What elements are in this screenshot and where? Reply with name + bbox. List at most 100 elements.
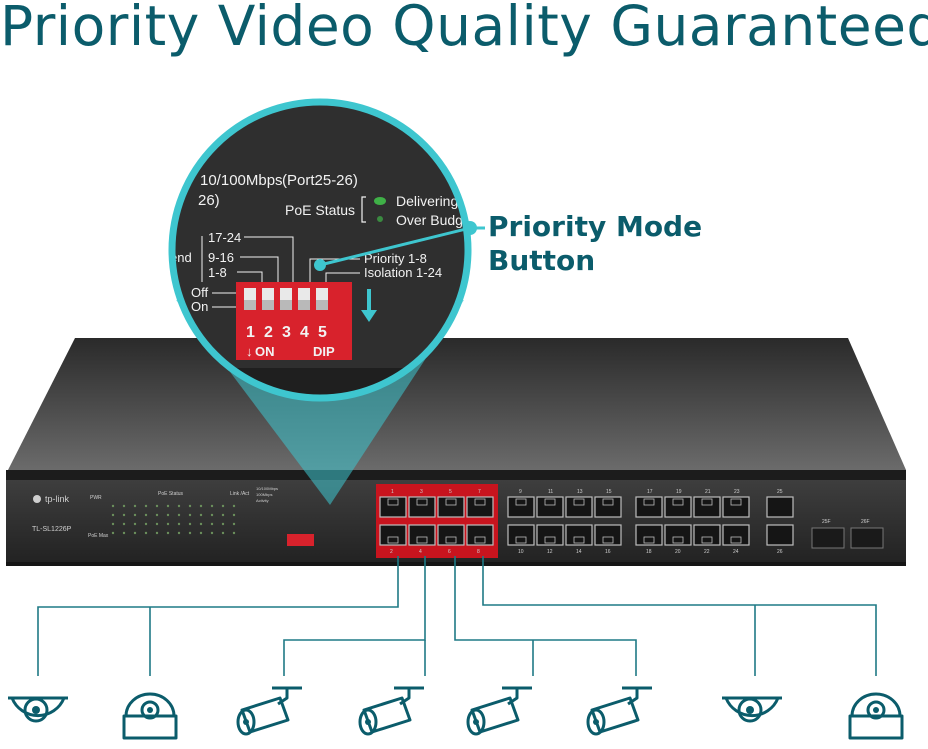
- speed-legend-3: Activity: [256, 498, 269, 503]
- led-dot: [155, 522, 159, 526]
- ethernet-port: [565, 496, 593, 518]
- zoom-callout: 10/100Mbps (Port25-26) 26) PoE Status De…: [168, 98, 502, 505]
- led-dot: [221, 513, 225, 517]
- bullet-camera-icon: [236, 686, 302, 736]
- led-dot: [177, 513, 181, 517]
- ethernet-port: [379, 496, 407, 518]
- led-dot: [188, 531, 192, 535]
- led-dot: [155, 513, 159, 517]
- zoom-on-label: On: [191, 299, 208, 314]
- bullet-camera-icon: [466, 686, 532, 736]
- speed-legend-2: 100Mbps: [256, 492, 272, 497]
- zoom-isolation-label: Isolation 1-24: [364, 265, 442, 280]
- led-dot: [199, 513, 203, 517]
- led-dot: [177, 504, 181, 508]
- port-number: 10: [518, 549, 524, 555]
- pwr-label: PWR: [90, 495, 102, 501]
- zoom-poe-legend-1: Delivering Power: [396, 193, 502, 209]
- led-dot: [122, 531, 126, 535]
- ethernet-port: [408, 524, 436, 546]
- port-number: 20: [675, 549, 681, 555]
- led-dot: [210, 531, 214, 535]
- zoom-group-17-24: 17-24: [208, 230, 241, 245]
- ethernet-port: [722, 524, 750, 546]
- ethernet-port: [466, 496, 494, 518]
- dip-number-1: 1: [246, 324, 255, 341]
- priority-mode-callout: Priority Mode Button: [488, 210, 702, 278]
- ethernet-port: [594, 496, 622, 518]
- led-blinking-icon: [377, 216, 383, 222]
- port-number: 8: [477, 549, 480, 555]
- down-arrow-icon: [361, 289, 377, 322]
- ethernet-port: [507, 524, 535, 546]
- led-dot: [144, 504, 148, 508]
- dome-ceiling-camera-icon: [848, 692, 904, 740]
- led-dot: [166, 522, 170, 526]
- sfp-label-2: 26F: [861, 519, 870, 525]
- zoom-group-1-8: 1-8: [208, 265, 227, 280]
- port-number: 24: [733, 549, 739, 555]
- led-dot: [199, 504, 203, 508]
- zoom-side-label: end: [170, 250, 192, 265]
- cable-lines: [37, 556, 877, 676]
- port-number: 16: [605, 549, 611, 555]
- port-number: 2: [390, 549, 393, 555]
- ethernet-port: [594, 524, 622, 546]
- led-dot: [122, 504, 126, 508]
- switch-front-labels: tp-link TL-SL1226P PWR PoE Max PoE Statu…: [32, 486, 278, 539]
- port-number: 23: [734, 489, 740, 495]
- led-dot: [155, 504, 159, 508]
- ethernet-port: [536, 524, 564, 546]
- ethernet-port: [379, 524, 407, 546]
- led-dot: [210, 504, 214, 508]
- port-number: 17: [647, 489, 653, 495]
- led-dot: [221, 504, 225, 508]
- port-number: 22: [704, 549, 710, 555]
- led-dot: [232, 504, 236, 508]
- gigabit-port: [766, 496, 794, 518]
- zoom-port-range: (Port25-26): [282, 172, 358, 189]
- led-dot: [199, 522, 203, 526]
- dip-number-3: 3: [282, 324, 291, 341]
- tp-link-logo-icon: [33, 495, 41, 503]
- ethernet-port: [693, 496, 721, 518]
- zoom-poe-legend-2: Over Budget: [396, 212, 475, 228]
- led-dot: [166, 531, 170, 535]
- ethernet-port: [437, 524, 465, 546]
- ethernet-port: [466, 524, 494, 546]
- dip-number-5: 5: [318, 324, 327, 341]
- led-dot: [111, 504, 115, 508]
- led-dot: [111, 531, 115, 535]
- zoom-poe-status: PoE Status: [285, 202, 355, 218]
- led-dot: [133, 513, 137, 517]
- led-dot: [111, 522, 115, 526]
- led-indicator-grid: [111, 504, 236, 535]
- port-number: 9: [519, 489, 522, 495]
- zoom-speed-label: 10/100Mbps: [200, 172, 283, 189]
- dip-text-label: DIP: [313, 344, 335, 359]
- led-dot: [122, 513, 126, 517]
- led-dot: [133, 504, 137, 508]
- poe-max-label: PoE Max: [88, 533, 109, 539]
- led-dot: [166, 504, 170, 508]
- led-dot: [188, 522, 192, 526]
- link-act-label: Link /Act: [230, 491, 250, 497]
- zoom-off-label: Off: [191, 285, 208, 300]
- callout-line-1: Priority Mode: [488, 210, 703, 243]
- port-number: 6: [448, 549, 451, 555]
- port-number: 13: [577, 489, 583, 495]
- led-dot: [144, 531, 148, 535]
- port-number: 3: [420, 489, 423, 495]
- priority-ports-highlight: [376, 484, 498, 558]
- dip-switch-small: [287, 534, 314, 546]
- brand-label: tp-link: [45, 494, 70, 504]
- dome-camera-icon: [722, 696, 782, 723]
- led-dot: [188, 504, 192, 508]
- dip-switch-large: 1 2 3 4 5 ↓ ON DIP: [236, 282, 352, 360]
- ethernet-port: [635, 496, 663, 518]
- led-dot: [111, 513, 115, 517]
- led-dot: [133, 522, 137, 526]
- led-dot: [232, 513, 236, 517]
- port-number: 7: [478, 489, 481, 495]
